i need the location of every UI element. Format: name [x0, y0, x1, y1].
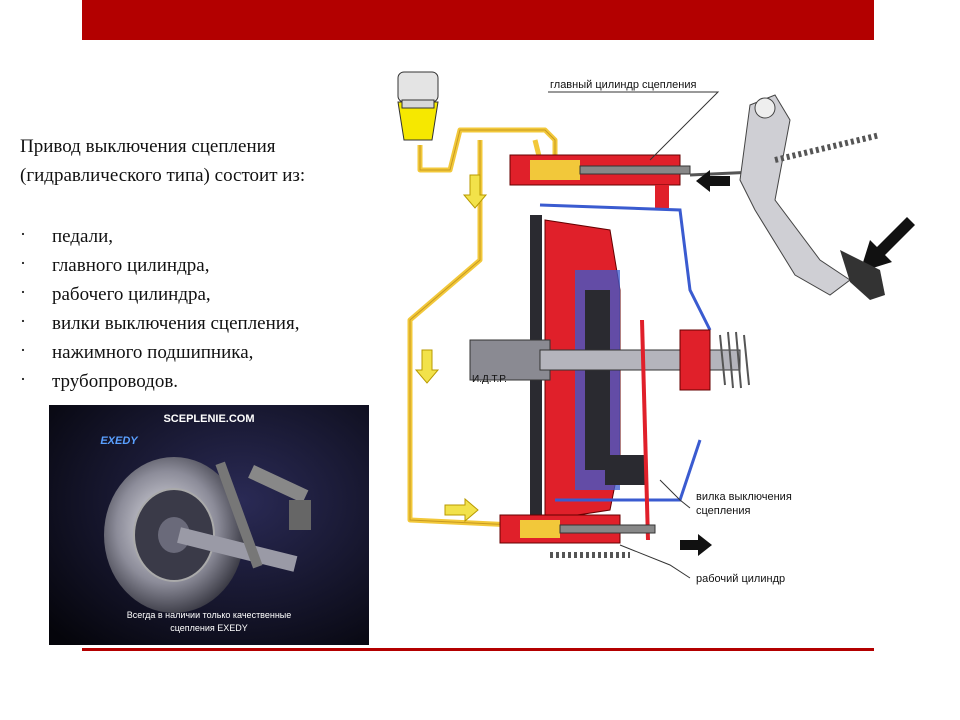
- label-fork-line-2: сцепления: [696, 505, 751, 517]
- intro-line-2: (гидравлического типа) состоит из:: [20, 165, 306, 186]
- clutch-assembly: [469, 203, 750, 541]
- video-caption-2: сцепления EXEDY: [170, 623, 248, 633]
- video-scene: [49, 405, 369, 645]
- fluid-reservoir: [397, 71, 439, 141]
- intro-line-1: Привод выключения сцепления: [20, 136, 276, 157]
- intro-text: Привод выключения сцепления (гидравличес…: [20, 132, 380, 190]
- list-item: нажимного подшипника,: [20, 336, 299, 367]
- flow-arrow: [414, 174, 488, 523]
- video-site-label: SCEPLENIE.COM: [163, 413, 255, 425]
- video-frame[interactable]: SCEPLENIE.COM EXEDY Всегда в наличии тол…: [49, 405, 369, 645]
- video-caption-1: Всегда в наличии только качественные: [126, 610, 292, 620]
- master-cylinder: [509, 154, 756, 210]
- component-list: педали, главного цилиндра, рабочего цили…: [20, 220, 299, 396]
- slave-cylinder: [499, 514, 656, 558]
- list-item: главного цилиндра,: [20, 249, 299, 280]
- watermark-text: И.Д.Т.Р.: [472, 374, 507, 385]
- exedy-logo: EXEDY: [100, 435, 138, 447]
- label-master-cylinder: главный цилиндр сцепления: [550, 79, 697, 91]
- list-item: вилки выключения сцепления,: [20, 307, 299, 338]
- force-arrow: [680, 170, 915, 556]
- clutch-diagram: главный цилиндр сцепления вилка выключен…: [397, 71, 915, 585]
- list-item: педали,: [20, 220, 299, 251]
- header-bar: [82, 0, 874, 40]
- list-item: трубопроводов.: [20, 365, 299, 396]
- label-slave-cylinder: рабочий цилиндр: [696, 573, 785, 585]
- label-fork-line-1: вилка выключения: [696, 491, 792, 503]
- clutch-pedal: [739, 94, 885, 300]
- list-item: рабочего цилиндра,: [20, 278, 299, 309]
- footer-rule: [82, 648, 874, 651]
